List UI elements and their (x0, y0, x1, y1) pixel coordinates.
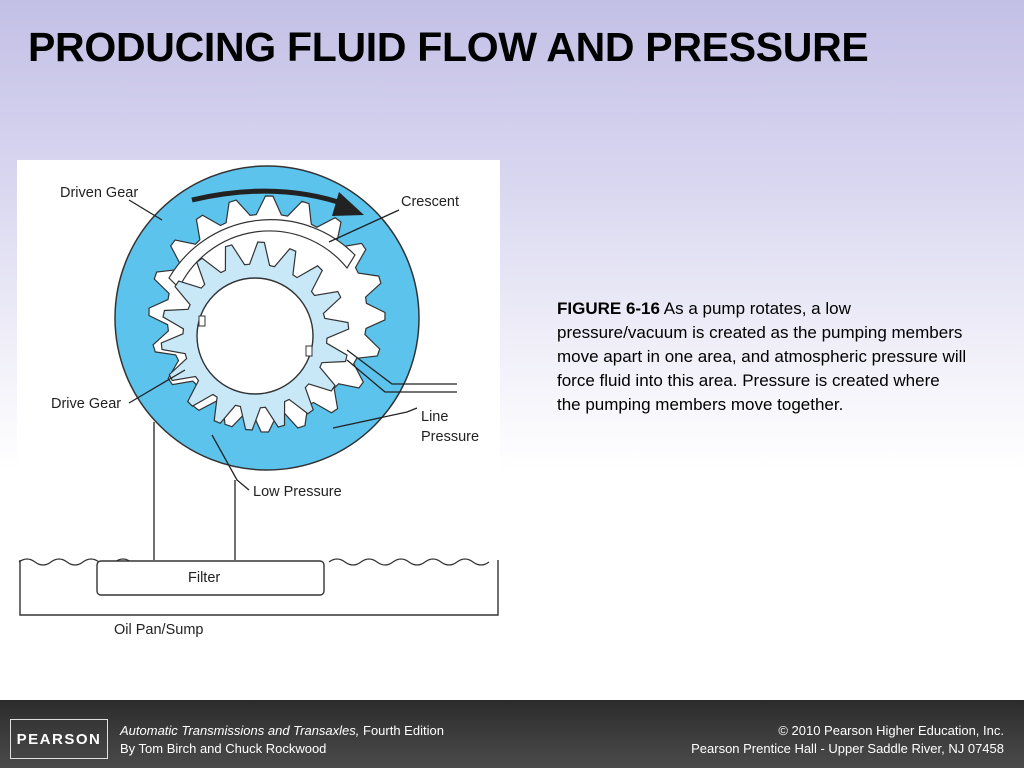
fluid-surface (18, 558, 490, 566)
oil-pan (19, 560, 499, 616)
outlet-pipe (346, 359, 457, 393)
drive-gear-key (305, 345, 313, 357)
drive-gear-bore (196, 277, 314, 395)
label-drive-gear: Drive Gear (51, 396, 122, 412)
leader-line-pressure (332, 407, 418, 429)
drive-gear-key (198, 315, 206, 327)
footer-publisher: Pearson Prentice Hall - Upper Saddle Riv… (691, 741, 1004, 756)
label-driven-gear: Driven Gear (60, 185, 139, 201)
pearson-logo: PEARSON (10, 719, 108, 759)
filter-box (96, 560, 325, 596)
rotation-arrow (191, 188, 348, 208)
pump-diagram: Driven Gear Crescent Drive Gear Line Pre… (17, 160, 500, 645)
leader-low-pressure (211, 434, 250, 491)
figure-caption: FIGURE 6-16 As a pump rotates, a low pre… (557, 297, 967, 417)
footer-bar: PEARSON Automatic Transmissions and Tran… (0, 700, 1024, 768)
label-low-pressure: Low Pressure (253, 484, 342, 500)
figure-number: FIGURE 6-16 (557, 299, 660, 318)
footer-book-title: Automatic Transmissions and Transaxles, (120, 723, 360, 738)
footer-authors: By Tom Birch and Chuck Rockwood (120, 741, 327, 756)
pump-diagram-drawing (18, 165, 499, 616)
footer-copyright: © 2010 Pearson Higher Education, Inc. (778, 723, 1004, 738)
footer-publisher-info: © 2010 Pearson Higher Education, Inc. Pe… (691, 722, 1004, 758)
label-line-pressure-1: Line (421, 409, 449, 425)
caption-text: As a pump rotates, a low pressure/vacuum… (557, 299, 967, 414)
outlet-pipe (346, 349, 457, 385)
label-line-pressure-2: Pressure (421, 429, 480, 445)
label-crescent: Crescent (401, 194, 460, 210)
label-filter: Filter (188, 570, 221, 586)
rotation-arrowhead (332, 192, 364, 216)
leader-driven-gear (128, 199, 163, 221)
leader-crescent (328, 209, 400, 243)
label-oil-pan: Oil Pan/Sump (114, 622, 204, 638)
footer-edition: Fourth Edition (359, 723, 444, 738)
crescent-shape (168, 219, 356, 290)
leader-drive-gear (128, 369, 186, 404)
slide-title: PRODUCING FLUID FLOW AND PRESSURE (28, 24, 869, 70)
footer-book-info: Automatic Transmissions and Transaxles, … (120, 722, 444, 758)
